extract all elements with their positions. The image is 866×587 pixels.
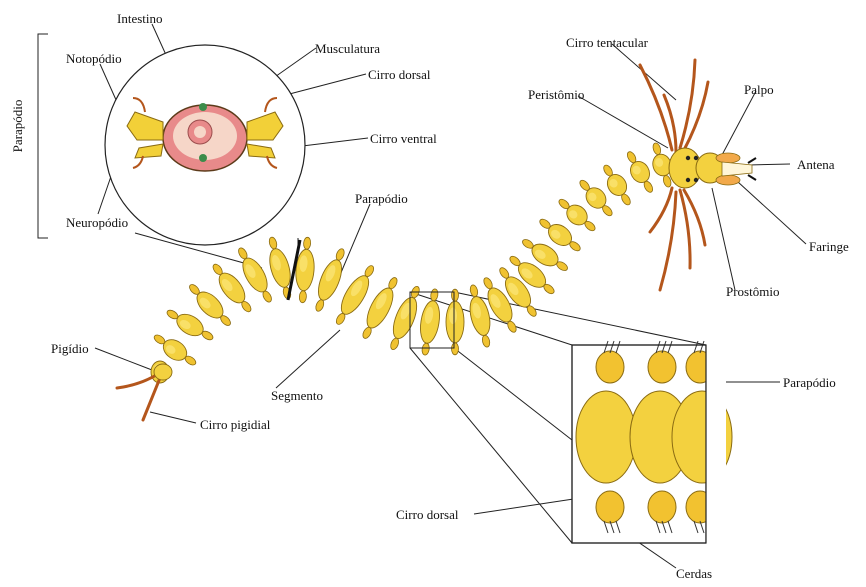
leader-line (150, 412, 196, 423)
label-parapodio-zoom: Parapódio (783, 375, 836, 390)
parapodium (452, 289, 459, 301)
parapodium (389, 337, 400, 351)
label-neuropodio: Neuropódio (66, 215, 128, 230)
label-pigidio: Pigídio (51, 341, 89, 356)
ventral-nerve (199, 154, 207, 162)
pharynx (722, 162, 752, 176)
palp (716, 175, 740, 185)
leader-line (748, 164, 790, 165)
label-cerdas: Cerdas (676, 566, 712, 581)
label-faringe: Faringe (809, 239, 849, 254)
parapodio-bracket (38, 34, 48, 238)
parapodium (452, 343, 459, 355)
segment-large (576, 391, 636, 483)
segment-highlight (449, 307, 457, 324)
parapodium (481, 335, 491, 348)
label-cirro-ventral: Cirro ventral (370, 131, 437, 146)
eye (686, 156, 690, 160)
parapodium-large (648, 351, 676, 383)
label-cirro-dorsal-zoom: Cirro dorsal (396, 507, 458, 522)
leader-line (712, 188, 735, 290)
pygidial-cirrus (117, 374, 158, 388)
parapodium (303, 237, 311, 250)
worm-tail (117, 364, 172, 420)
leader-line (340, 204, 370, 275)
dorsal-vessel (199, 103, 207, 111)
cross-section-inset (105, 45, 305, 245)
parapodium-large (648, 491, 676, 523)
palp (716, 153, 740, 163)
label-segmento: Segmento (271, 388, 323, 403)
label-intestino: Intestino (117, 11, 163, 26)
leader-line (738, 182, 806, 244)
leader-line (95, 348, 152, 370)
pygidium (154, 364, 172, 380)
eye (694, 178, 698, 182)
parapodium (335, 248, 346, 262)
label-peristomio: Peristômio (528, 87, 584, 102)
parapodium (421, 343, 430, 356)
label-cirro-pigidial: Cirro pigidial (200, 417, 270, 432)
parapodium (430, 288, 439, 301)
label-cirro-tentacular: Cirro tentacular (566, 35, 648, 50)
parapodio-bracket-label: Parapódio (10, 96, 26, 156)
tentacular-cirrus (680, 190, 690, 268)
label-musculatura: Musculatura (315, 41, 380, 56)
leader-line (578, 96, 668, 148)
zoom-connector (454, 348, 572, 440)
label-antena: Antena (797, 157, 835, 172)
label-parapodio-body: Parapódio (355, 191, 408, 206)
worm-head (640, 60, 756, 290)
parapodium-large (596, 351, 624, 383)
jaw (748, 175, 756, 180)
label-prostomio: Prostômio (726, 284, 779, 299)
label-notopodio: Notopódio (66, 51, 122, 66)
eye (686, 178, 690, 182)
intestine-lumen (194, 126, 206, 138)
leader-line (276, 330, 340, 388)
parapodium-large (596, 491, 624, 523)
parapodium (268, 236, 278, 249)
eye (694, 156, 698, 160)
tentacular-cirrus (660, 192, 676, 290)
parapodium (299, 290, 307, 303)
label-cirro-dorsal-top: Cirro dorsal (368, 67, 430, 82)
tentacular-cirrus (650, 188, 672, 232)
label-palpo: Palpo (744, 82, 774, 97)
leader-line (722, 91, 756, 155)
jaw (748, 158, 756, 163)
parapodium (314, 299, 325, 313)
zoom-clip-mask (706, 340, 726, 550)
